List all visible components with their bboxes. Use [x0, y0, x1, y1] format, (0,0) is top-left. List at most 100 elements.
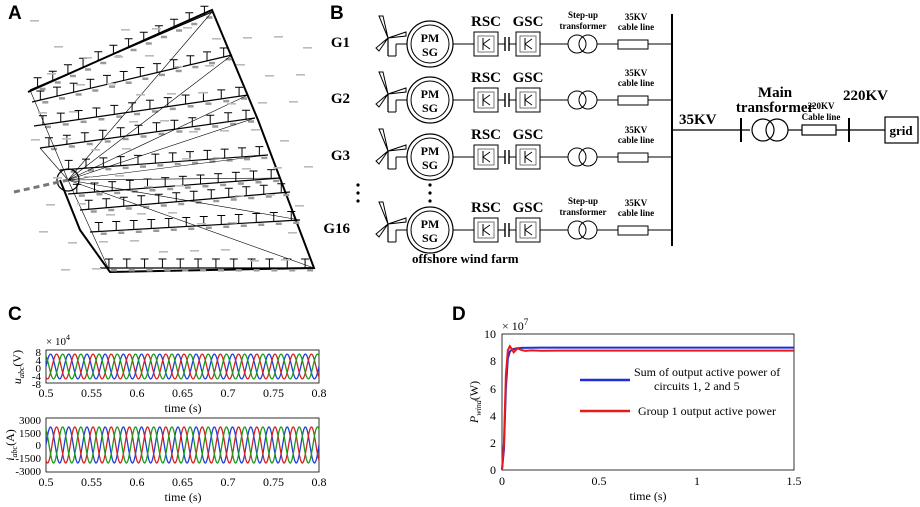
current-xtick: 0.75: [263, 475, 284, 489]
turbine-number-mark: [169, 107, 176, 111]
waveform-line: [45, 426, 320, 464]
radial-cable: [39, 147, 69, 181]
depth-label-mark: [251, 129, 260, 131]
turbine-number-mark: [209, 160, 216, 163]
voltage-exponent: × 104: [46, 333, 70, 348]
turbine-number-mark: [70, 170, 77, 173]
wind-turbine-icon: [375, 201, 407, 242]
power-axes: [501, 333, 795, 471]
turbine-number-mark: [225, 57, 232, 61]
pmsg-label-top: PM: [421, 31, 440, 45]
main-transformer-label-2: transformer: [736, 100, 815, 116]
turbine-number-mark: [134, 112, 141, 116]
current-waveforms: [45, 426, 320, 464]
turbine-number-mark: [50, 147, 57, 151]
turbine-number-mark: [209, 61, 215, 65]
turbine-number-mark: [248, 120, 255, 123]
depth-label-mark: [54, 46, 63, 48]
gsc-converter-icon: [515, 144, 541, 170]
turbine-number-mark: [39, 87, 46, 91]
depth-label-mark: [266, 194, 275, 196]
turbine-number-mark: [283, 193, 290, 197]
turbine-number-mark: [54, 81, 61, 84]
gsc-label: GSC: [513, 127, 544, 143]
turbine-number-mark: [151, 110, 158, 113]
ellipsis-dot: [428, 191, 432, 195]
depth-label-mark: [221, 249, 230, 251]
depth-label-mark: [144, 186, 153, 188]
rsc-converter-icon: [473, 31, 499, 57]
turbine-number-mark: [160, 35, 167, 39]
depth-label-mark: [289, 101, 298, 103]
power-xlabel: time (s): [630, 489, 667, 503]
depth-label-mark: [243, 37, 252, 39]
turbine-number-mark: [253, 269, 260, 272]
turbine-number-mark: [135, 230, 142, 233]
power-ytick: 8: [490, 354, 496, 368]
offshore-wind-farm-label: offshore wind farm: [412, 251, 519, 266]
generator-label: G1: [331, 35, 350, 51]
depth-label-mark: [189, 131, 198, 133]
turbine-number-mark: [116, 115, 123, 118]
turbine-number-mark: [213, 199, 220, 203]
depth-label-mark: [273, 167, 282, 169]
turbine-number-mark: [255, 181, 262, 184]
current-ytick: -3000: [15, 466, 41, 478]
stepup-transformer-coil-1: [567, 90, 587, 110]
turbine-number-mark: [241, 97, 248, 100]
turbine-number-mark: [261, 156, 268, 160]
turbine-number-mark: [170, 228, 177, 231]
cable-35kv-label-2: cable line: [618, 78, 654, 88]
cable-35kv-label-1: 35KV: [625, 125, 648, 135]
rsc-label: RSC: [471, 70, 501, 86]
gsc-converter-icon: [515, 31, 541, 57]
stepup-transformer-coil-1: [567, 34, 587, 54]
turbine-number-mark: [159, 73, 165, 77]
pmsg-inner: [410, 80, 450, 120]
power-ytick: 10: [484, 327, 496, 341]
voltage-xtick: 0.5: [39, 386, 54, 400]
turbine-number-mark: [86, 142, 93, 146]
current-ytick: 0: [36, 440, 42, 452]
cable-220kv-label-2: Cable line: [802, 112, 841, 122]
gsc-label: GSC: [513, 70, 544, 86]
depth-label-mark: [83, 57, 92, 59]
stepup-transformer-coil-1: [567, 147, 587, 167]
main-transformer-coil-1: [751, 118, 775, 142]
turbine-number-mark: [125, 207, 132, 210]
turbine-number-mark: [289, 269, 296, 272]
turbine-number-mark: [110, 269, 117, 272]
cable-35kv-label-1: 35KV: [625, 198, 648, 208]
wind-turbine-icon: [375, 71, 407, 112]
power-ytick: 6: [490, 382, 496, 396]
current-ytick: 3000: [19, 415, 42, 427]
waveform-line: [45, 426, 320, 464]
current-ylabel: iabc(A): [3, 429, 19, 461]
depth-label-mark: [197, 223, 206, 225]
turbine-number-mark: [240, 224, 247, 227]
radial-cable: [29, 89, 69, 181]
generator-label: G16: [323, 221, 350, 237]
current-xtick: 0.6: [130, 475, 145, 489]
voltage-xtick: 0.55: [81, 386, 102, 400]
turbine-number-mark: [75, 93, 82, 96]
rsc-converter-icon: [473, 87, 499, 113]
current-xtick: 0.7: [221, 475, 236, 489]
depth-label-mark: [77, 203, 86, 205]
feeder-row-line: [39, 117, 256, 149]
pmsg-label-bottom: SG: [422, 101, 438, 115]
depth-label-mark: [183, 27, 192, 29]
panel-label-b: B: [330, 3, 344, 24]
voltage-ytick: -4: [32, 371, 42, 383]
turbine-number-mark: [205, 226, 212, 229]
depth-label-mark: [145, 55, 154, 57]
bus-220kv-label: 220KV: [843, 88, 888, 104]
current-yticks: 3000 1500 0 -1500 -3000: [15, 415, 41, 478]
voltage-xticks: 0.5 0.55 0.6 0.65 0.7 0.75 0.8: [39, 386, 327, 400]
turbine-number-mark: [230, 122, 237, 126]
depth-label-mark: [213, 157, 222, 159]
depth-label-mark: [242, 168, 251, 170]
depth-label-mark: [296, 74, 305, 76]
